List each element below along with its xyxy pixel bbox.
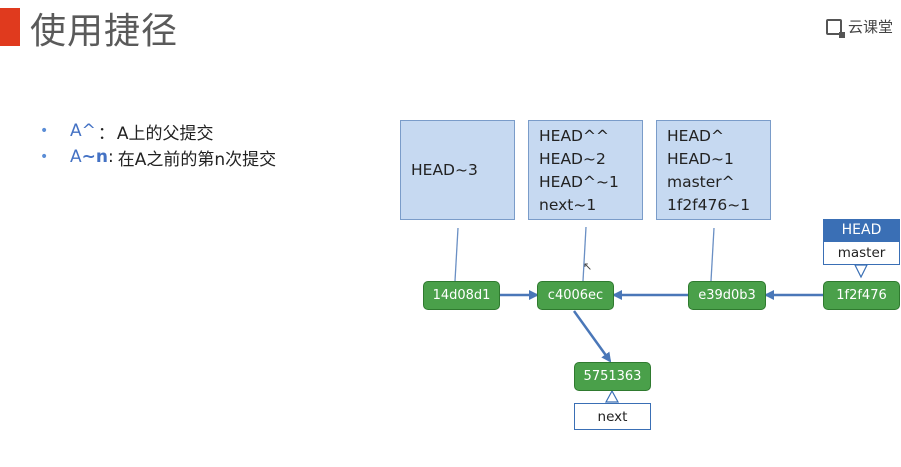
title-accent-bar (0, 8, 20, 46)
mouse-cursor-icon: ↖ (583, 260, 593, 273)
ref-box-head3: HEAD~3 (400, 120, 515, 220)
bullet-term-b: ~n (81, 147, 108, 167)
commit-node: 5751363 (574, 362, 651, 391)
master-pointer-icon (854, 264, 868, 279)
ref-line: HEAD~1 (667, 150, 734, 168)
ref-line: HEAD^^ (539, 127, 609, 145)
ref-line: 1f2f476~1 (667, 196, 751, 214)
bullet-item: • A^ ： A上的父提交 (40, 118, 276, 144)
bullet-term: A~n (70, 147, 108, 167)
ref-line: HEAD~3 (411, 160, 478, 179)
bullet-term-a: A (70, 147, 82, 167)
ref-pointer-line (710, 227, 715, 282)
bullet-desc: A上的父提交 (116, 123, 214, 144)
ref-line: HEAD^ (667, 127, 724, 145)
logo: 云课堂 (826, 16, 894, 38)
cloud-class-icon (826, 18, 845, 38)
ref-line: next~1 (539, 196, 597, 214)
ref-line: HEAD^~1 (539, 173, 619, 191)
bullet-dot-icon: • (40, 123, 49, 139)
bullet-dot-icon: • (40, 149, 49, 165)
ref-box-c4006ec: HEAD^^ HEAD~2 HEAD^~1 next~1 (528, 120, 643, 220)
bullet-sep: : (108, 147, 114, 167)
logo-text: 云课堂 (848, 18, 894, 36)
commit-node: 14d08d1 (423, 281, 500, 310)
branch-master: master (823, 241, 900, 265)
slide-title: 使用捷径 (30, 11, 179, 52)
commit-node: c4006ec (537, 281, 614, 310)
ref-pointer-line (582, 226, 587, 282)
ref-line: master^ (667, 173, 735, 191)
commit-node: e39d0b3 (688, 281, 766, 310)
bullet-desc: 在A之前的第n次提交 (117, 149, 277, 170)
bullet-item: • A~n : 在A之前的第n次提交 (40, 144, 276, 170)
head-label: HEAD (823, 219, 900, 241)
commit-node: 1f2f476 (823, 281, 900, 310)
bullet-list: • A^ ： A上的父提交 • A~n : 在A之前的第n次提交 (40, 118, 276, 170)
ref-line: HEAD~2 (539, 150, 606, 168)
commit-arrow (572, 310, 612, 363)
bullet-sep: ： (97, 123, 115, 144)
bullet-term: A^ (70, 121, 96, 141)
next-pointer-icon (604, 389, 620, 403)
branch-next: next (574, 403, 651, 430)
ref-pointer-line (454, 227, 459, 282)
ref-box-e39d0b3: HEAD^ HEAD~1 master^ 1f2f476~1 (656, 120, 771, 220)
